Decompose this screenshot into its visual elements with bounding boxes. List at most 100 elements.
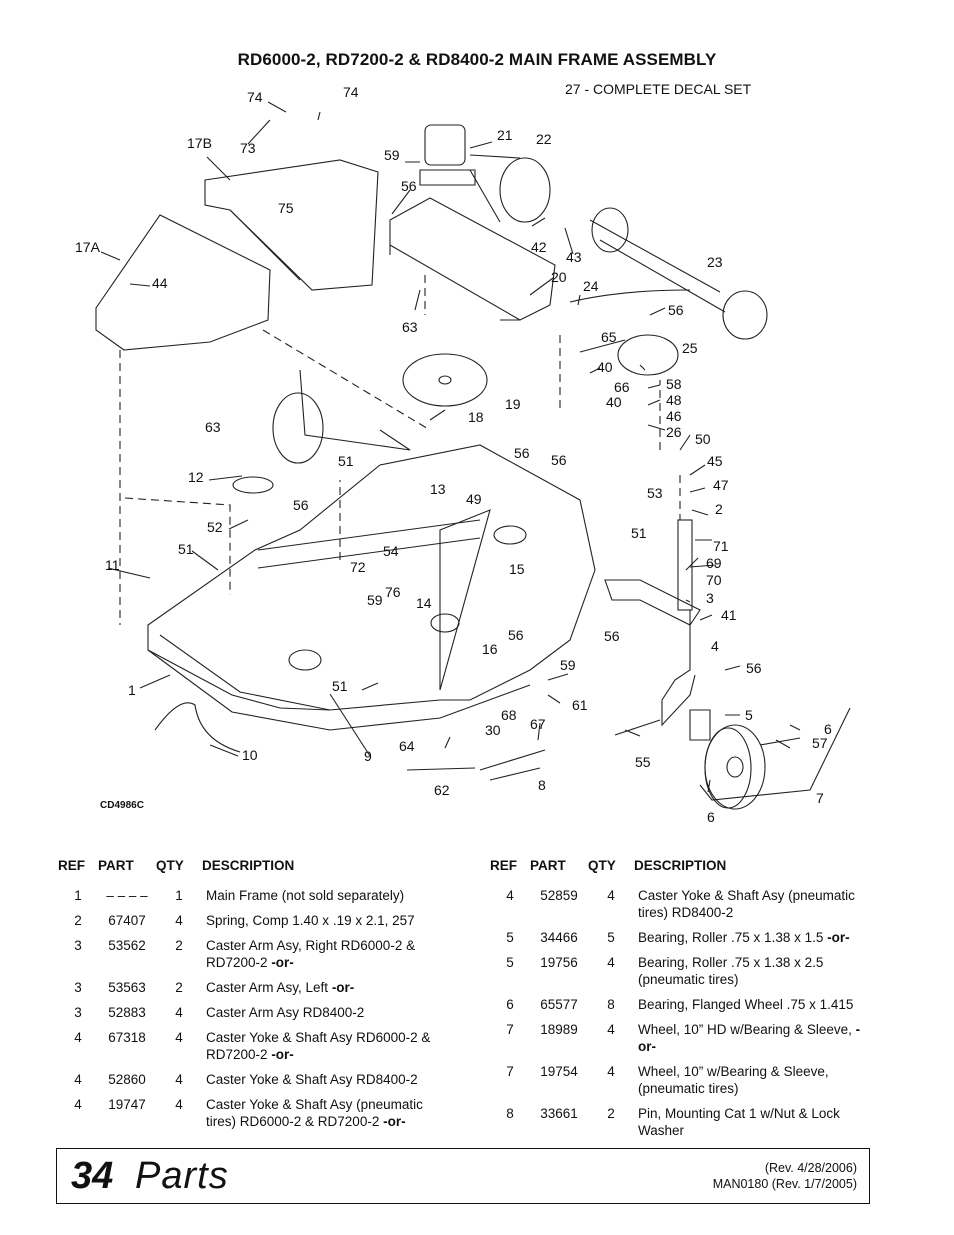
- callout-67: 67: [530, 716, 546, 732]
- callout-53: 53: [647, 485, 663, 501]
- callout-8: 8: [538, 777, 546, 793]
- callout-19: 19: [505, 396, 521, 412]
- revision-info: (Rev. 4/28/2006) MAN0180 (Rev. 1/7/2005): [713, 1160, 857, 1192]
- description-text: Caster Arm Asy, Left: [206, 980, 329, 995]
- alternative-marker: -or-: [271, 1047, 294, 1062]
- description-text: Bearing, Roller .75 x 1.38 x 2.5 (pneuma…: [638, 955, 824, 987]
- callout-47: 47: [713, 477, 729, 493]
- cell-description: Bearing, Roller .75 x 1.38 x 1.5 -or-: [634, 929, 873, 954]
- cell-description: Wheel, 10” w/Bearing & Sleeve, (pneumati…: [634, 1063, 873, 1105]
- callout-18: 18: [468, 409, 484, 425]
- description-text: Pin, Mounting Cat 1 w/Nut & Lock Washer: [638, 1106, 840, 1138]
- cell-qty: 1: [175, 888, 183, 903]
- header-part: PART: [530, 858, 566, 873]
- figure-code: CD4986C: [100, 800, 144, 811]
- cell-description: Main Frame (not sold separately): [202, 887, 436, 912]
- header-ref: REF: [58, 858, 85, 873]
- cell-description: Caster Arm Asy, Left -or-: [202, 979, 436, 1004]
- cell-ref: 5: [506, 955, 514, 970]
- cell-ref: 6: [506, 997, 514, 1012]
- page-footer: 34 Parts (Rev. 4/28/2006) MAN0180 (Rev. …: [56, 1148, 870, 1204]
- callout-25: 25: [682, 340, 698, 356]
- cell-part: 33661: [540, 1106, 578, 1121]
- description-text: Caster Yoke & Shaft Asy (pneumatic tires…: [206, 1097, 423, 1129]
- table-header-row: REF PART QTY DESCRIPTION: [58, 858, 436, 887]
- callout-5: 5: [745, 707, 753, 723]
- cell-ref: 3: [74, 980, 82, 995]
- cell-part: 19747: [108, 1097, 146, 1112]
- callout-6: 6: [824, 721, 832, 737]
- callout-56: 56: [551, 452, 567, 468]
- revision-date: (Rev. 4/28/2006): [764, 1161, 857, 1175]
- alternative-marker: -or-: [827, 930, 850, 945]
- header-description: DESCRIPTION: [634, 858, 727, 873]
- callout-21: 21: [497, 127, 513, 143]
- callout-76: 76: [385, 584, 401, 600]
- callout-4: 4: [711, 638, 719, 654]
- description-text: Caster Arm Asy, Right RD6000-2 & RD7200-…: [206, 938, 416, 970]
- cell-description: Caster Yoke & Shaft Asy RD6000-2 & RD720…: [202, 1029, 436, 1071]
- callout-17b: 17B: [187, 135, 212, 151]
- cell-part: 65577: [540, 997, 578, 1012]
- callout-23: 23: [707, 254, 723, 270]
- cell-qty: 2: [607, 1106, 615, 1121]
- callout-62: 62: [434, 782, 450, 798]
- cell-part: 19756: [540, 955, 578, 970]
- callout-56: 56: [668, 302, 684, 318]
- callout-40: 40: [606, 394, 622, 410]
- callout-69: 69: [706, 555, 722, 571]
- header-part: PART: [98, 858, 134, 873]
- callout-43: 43: [566, 249, 582, 265]
- cell-part: 67407: [108, 913, 146, 928]
- callout-51: 51: [338, 453, 354, 469]
- cell-description: Pin, Mounting Cat 1 w/Nut & Lock Washer: [634, 1105, 873, 1147]
- callout-26: 26: [666, 424, 682, 440]
- cell-description: Bearing, Roller .75 x 1.38 x 2.5 (pneuma…: [634, 954, 873, 996]
- callout-59: 59: [367, 592, 383, 608]
- cell-ref: 4: [74, 1030, 82, 1045]
- cell-qty: 4: [607, 1064, 615, 1079]
- callout-59: 59: [384, 147, 400, 163]
- callout-75: 75: [278, 200, 294, 216]
- callout-56: 56: [293, 497, 309, 513]
- cell-description: Wheel, 10” HD w/Bearing & Sleeve, -or-: [634, 1021, 873, 1063]
- cell-qty: 4: [175, 1072, 183, 1087]
- callout-44: 44: [152, 275, 168, 291]
- callout-16: 16: [482, 641, 498, 657]
- header-ref: REF: [490, 858, 517, 873]
- callout-49: 49: [466, 491, 482, 507]
- cell-qty: 2: [175, 980, 183, 995]
- callout-41: 41: [721, 607, 737, 623]
- callout-50: 50: [695, 431, 711, 447]
- callout-45: 45: [707, 453, 723, 469]
- cell-ref: 7: [506, 1022, 514, 1037]
- callout-46: 46: [666, 408, 682, 424]
- callout-10: 10: [242, 747, 258, 763]
- callout-40: 40: [597, 359, 613, 375]
- header-qty: QTY: [156, 858, 184, 873]
- cell-description: Caster Arm Asy, Right RD6000-2 & RD7200-…: [202, 937, 436, 979]
- callout-58: 58: [666, 376, 682, 392]
- header-description: DESCRIPTION: [202, 858, 295, 873]
- cell-qty: 4: [607, 888, 615, 903]
- exploded-assembly-drawing: 74 74 73 17B 17A 44 75 59 56 21 22 42 43…: [75, 84, 851, 825]
- callout-9: 9: [364, 748, 372, 764]
- callout-74: 74: [343, 84, 359, 100]
- cell-ref: 3: [74, 1005, 82, 1020]
- callout-11: 11: [105, 557, 120, 573]
- callout-15: 15: [509, 561, 525, 577]
- cell-ref: 4: [74, 1072, 82, 1087]
- page-title: RD6000-2, RD7200-2 & RD8400-2 MAIN FRAME…: [237, 50, 717, 69]
- manual-number: MAN0180 (Rev. 1/7/2005): [712, 1177, 857, 1191]
- callout-24: 24: [583, 278, 599, 294]
- cell-part: 19754: [540, 1064, 578, 1079]
